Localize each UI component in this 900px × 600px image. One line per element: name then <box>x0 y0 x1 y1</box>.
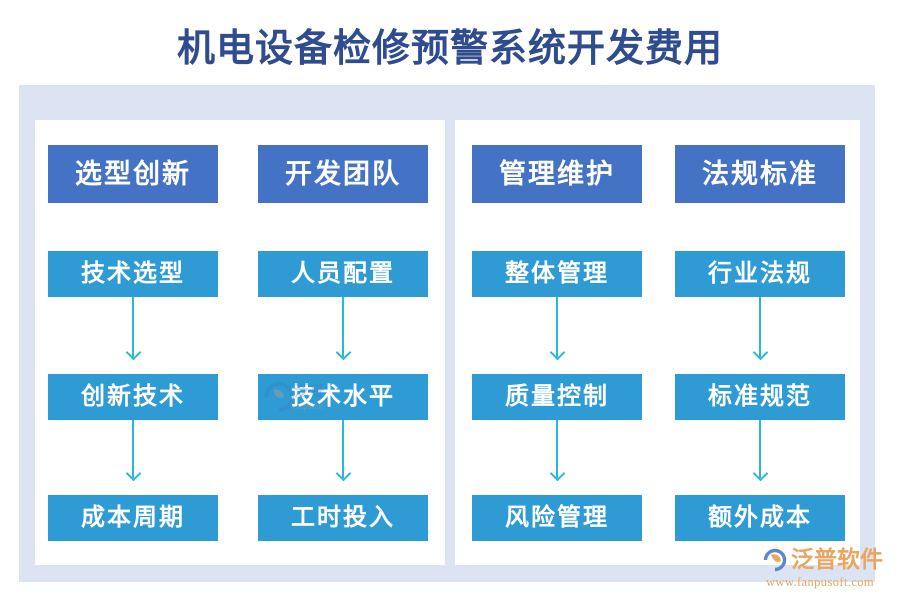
fanpu-logo-icon <box>762 547 788 573</box>
connector-arrow-down <box>132 297 134 357</box>
node-box-1[interactable]: 人员配置 <box>258 251 428 297</box>
connector-arrow-down <box>759 297 761 357</box>
node-box-3[interactable]: 成本周期 <box>48 495 218 541</box>
node-box-2[interactable]: 技术水平 <box>258 374 428 420</box>
node-box-3[interactable]: 风险管理 <box>472 495 642 541</box>
node-box-3[interactable]: 工时投入 <box>258 495 428 541</box>
column-header-box[interactable]: 管理维护 <box>472 145 642 203</box>
node-box-2[interactable]: 标准规范 <box>675 374 845 420</box>
connector-arrow-down <box>759 420 761 478</box>
brand-logo: 泛普软件 www.fanpusoft.com <box>762 546 894 592</box>
column-header-box[interactable]: 开发团队 <box>258 145 428 203</box>
column-header-box[interactable]: 选型创新 <box>48 145 218 203</box>
column-header-box[interactable]: 法规标准 <box>675 145 845 203</box>
connector-arrow-down <box>556 297 558 357</box>
connector-arrow-down <box>342 297 344 357</box>
node-box-2[interactable]: 创新技术 <box>48 374 218 420</box>
connector-arrow-down <box>556 420 558 478</box>
node-box-1[interactable]: 行业法规 <box>675 251 845 297</box>
node-box-1[interactable]: 技术选型 <box>48 251 218 297</box>
connector-arrow-down <box>342 420 344 478</box>
node-box-3[interactable]: 额外成本 <box>675 495 845 541</box>
brand-name: 泛普软件 <box>791 547 883 572</box>
node-box-2[interactable]: 质量控制 <box>472 374 642 420</box>
page-title: 机电设备检修预警系统开发费用 <box>176 28 723 70</box>
node-box-1[interactable]: 整体管理 <box>472 251 642 297</box>
brand-url: www.fanpusoft.com <box>766 575 875 589</box>
connector-arrow-down <box>132 420 134 478</box>
